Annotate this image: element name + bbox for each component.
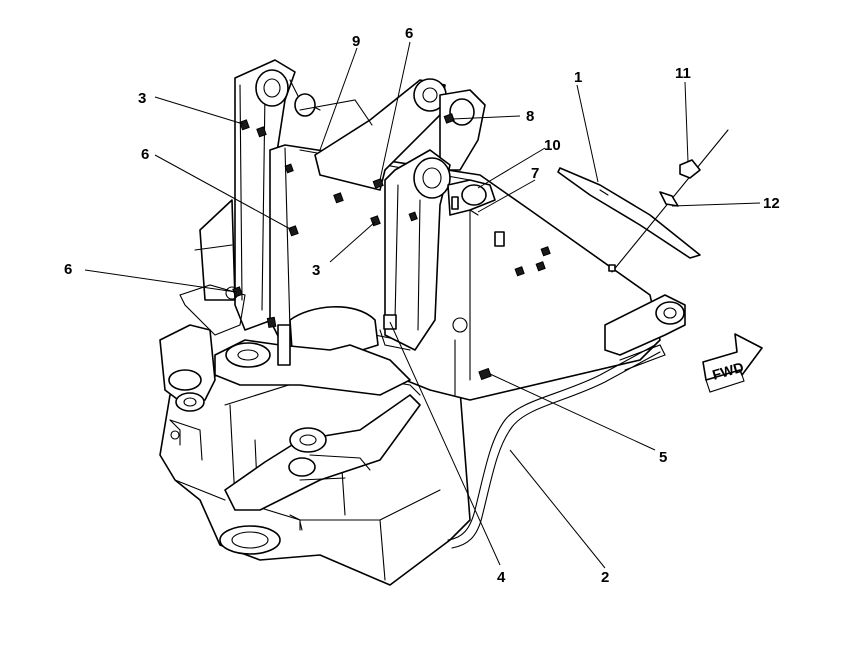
cover-plate-part	[557, 167, 701, 259]
bolts	[232, 113, 551, 381]
callout-6-upper: 6	[405, 25, 413, 42]
swing-bearing	[179, 284, 411, 396]
callout-9: 9	[352, 33, 360, 50]
callout-6-lower: 6	[64, 261, 72, 278]
right-arm-plate	[604, 294, 686, 356]
front-center-post	[379, 149, 496, 351]
callout-5: 5	[659, 449, 667, 466]
callout-8: 8	[526, 108, 534, 125]
leader-lines	[84, 41, 761, 569]
left-post	[194, 59, 296, 331]
callout-labels: 1 2 3 3 4 5 6 6 6 7 8 9 10 11 12	[64, 25, 780, 586]
callout-6-left: 6	[141, 146, 149, 163]
left-cylinder-assembly	[159, 324, 216, 446]
callout-3-upper: 3	[138, 90, 146, 107]
callout-10: 10	[544, 137, 561, 154]
callout-12: 12	[763, 195, 780, 212]
callout-1: 1	[574, 69, 582, 86]
fwd-direction-arrow: FWD	[702, 333, 763, 393]
lower-link-assembly	[224, 394, 421, 511]
callout-11: 11	[675, 65, 691, 82]
callout-4: 4	[497, 569, 506, 586]
hydraulic-hose	[447, 344, 661, 549]
rear-upper-tower	[289, 78, 486, 191]
callout-7: 7	[531, 165, 539, 182]
callout-2: 2	[601, 569, 609, 586]
callout-3-center: 3	[312, 262, 320, 279]
